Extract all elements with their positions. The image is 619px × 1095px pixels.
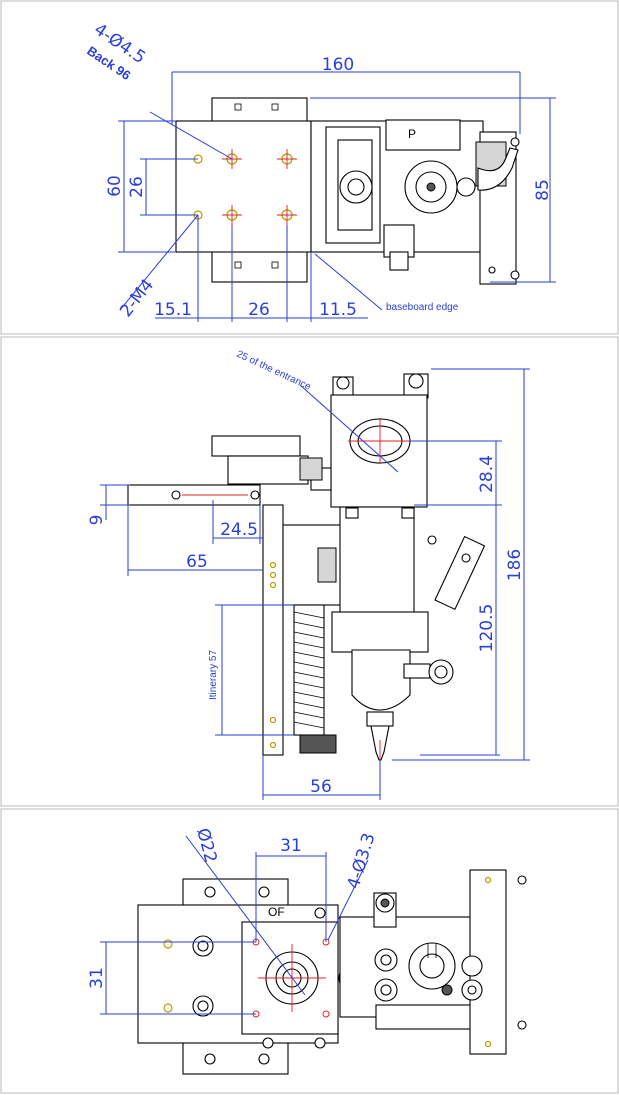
frame-screw [510, 137, 520, 147]
dim-overall-height: 186 [505, 549, 525, 581]
lower-foot [389, 251, 409, 271]
side-view-panel: 25 of the entrance 28.4 186 120.5 9 24.5… [0, 336, 619, 807]
tab-slot [271, 103, 279, 111]
carriage-body [227, 455, 309, 485]
top-dimensions [118, 71, 556, 322]
dim-bottom-width: 56 [310, 777, 332, 797]
part-mark-of: OF [268, 905, 285, 919]
main-roller-inner [419, 953, 445, 979]
frame-screw [488, 266, 496, 274]
tab-slot [234, 103, 242, 111]
side-dimensions [100, 368, 530, 800]
carriage-clamp [299, 457, 323, 481]
body-flange [331, 611, 429, 653]
main-roller-hub [426, 182, 436, 192]
through-hole [277, 205, 297, 225]
dim-hole-horizontal: 26 [248, 300, 270, 320]
base-plate [175, 120, 312, 253]
fitting-head [336, 376, 350, 390]
side-knob [456, 177, 476, 197]
screw-end-cap [299, 734, 337, 754]
elbow-fitting [477, 147, 519, 191]
side-knob [403, 659, 454, 685]
through-hole [277, 149, 297, 169]
dim-overall-height: 85 [533, 179, 553, 201]
middle-fitting [374, 948, 398, 1002]
rail-screw [250, 490, 260, 500]
dim-reach: 65 [186, 552, 208, 572]
dim-hole-vertical: 26 [127, 176, 147, 198]
body-screw [345, 507, 359, 519]
main-body [339, 506, 415, 618]
mechanism-base [375, 1004, 489, 1030]
dim-body-height: 120.5 [477, 604, 497, 653]
frame-screw [510, 270, 520, 280]
itinerary-note: Itinerary 57 [208, 650, 219, 700]
fitting-head [408, 373, 424, 389]
dim-hole-spacing-v: 31 [87, 967, 107, 989]
dim-plate-height: 60 [105, 175, 125, 197]
bottom-view-panel: OF [0, 808, 619, 1094]
dim-plate-thickness: 9 [87, 515, 107, 526]
dim-right-offset: 11.5 [319, 300, 357, 320]
left-roller-hub [347, 178, 365, 196]
baseboard-edge-note: baseboard edge [386, 302, 459, 313]
dim-entrance-height: 28.4 [477, 455, 497, 493]
through-hole [222, 205, 242, 225]
part-mark-p: P [408, 127, 416, 141]
nozzle-body [351, 649, 411, 711]
slide-motor [317, 547, 337, 583]
body-screw [401, 507, 415, 519]
right-fitting [461, 955, 483, 1001]
tab-slot [234, 261, 242, 269]
dim-overall-width: 160 [322, 55, 354, 75]
dim-left-offset: 15.1 [154, 300, 192, 320]
dim-hole-spacing-h: 31 [280, 836, 302, 856]
angled-bracket [427, 535, 486, 611]
lead-screw [293, 604, 325, 736]
top-view-panel: P 160 [0, 0, 619, 335]
dim-slot-width: 24.5 [220, 520, 258, 540]
carriage-top [211, 435, 301, 457]
tab-slot [271, 261, 279, 269]
top-fitting [373, 892, 397, 928]
bottom-dimensions [100, 835, 369, 1015]
vertical-column [262, 504, 284, 756]
upper-slide [385, 119, 461, 151]
nozzle-collar [366, 711, 394, 727]
slide-block [282, 524, 348, 606]
rail-screw [171, 490, 181, 500]
